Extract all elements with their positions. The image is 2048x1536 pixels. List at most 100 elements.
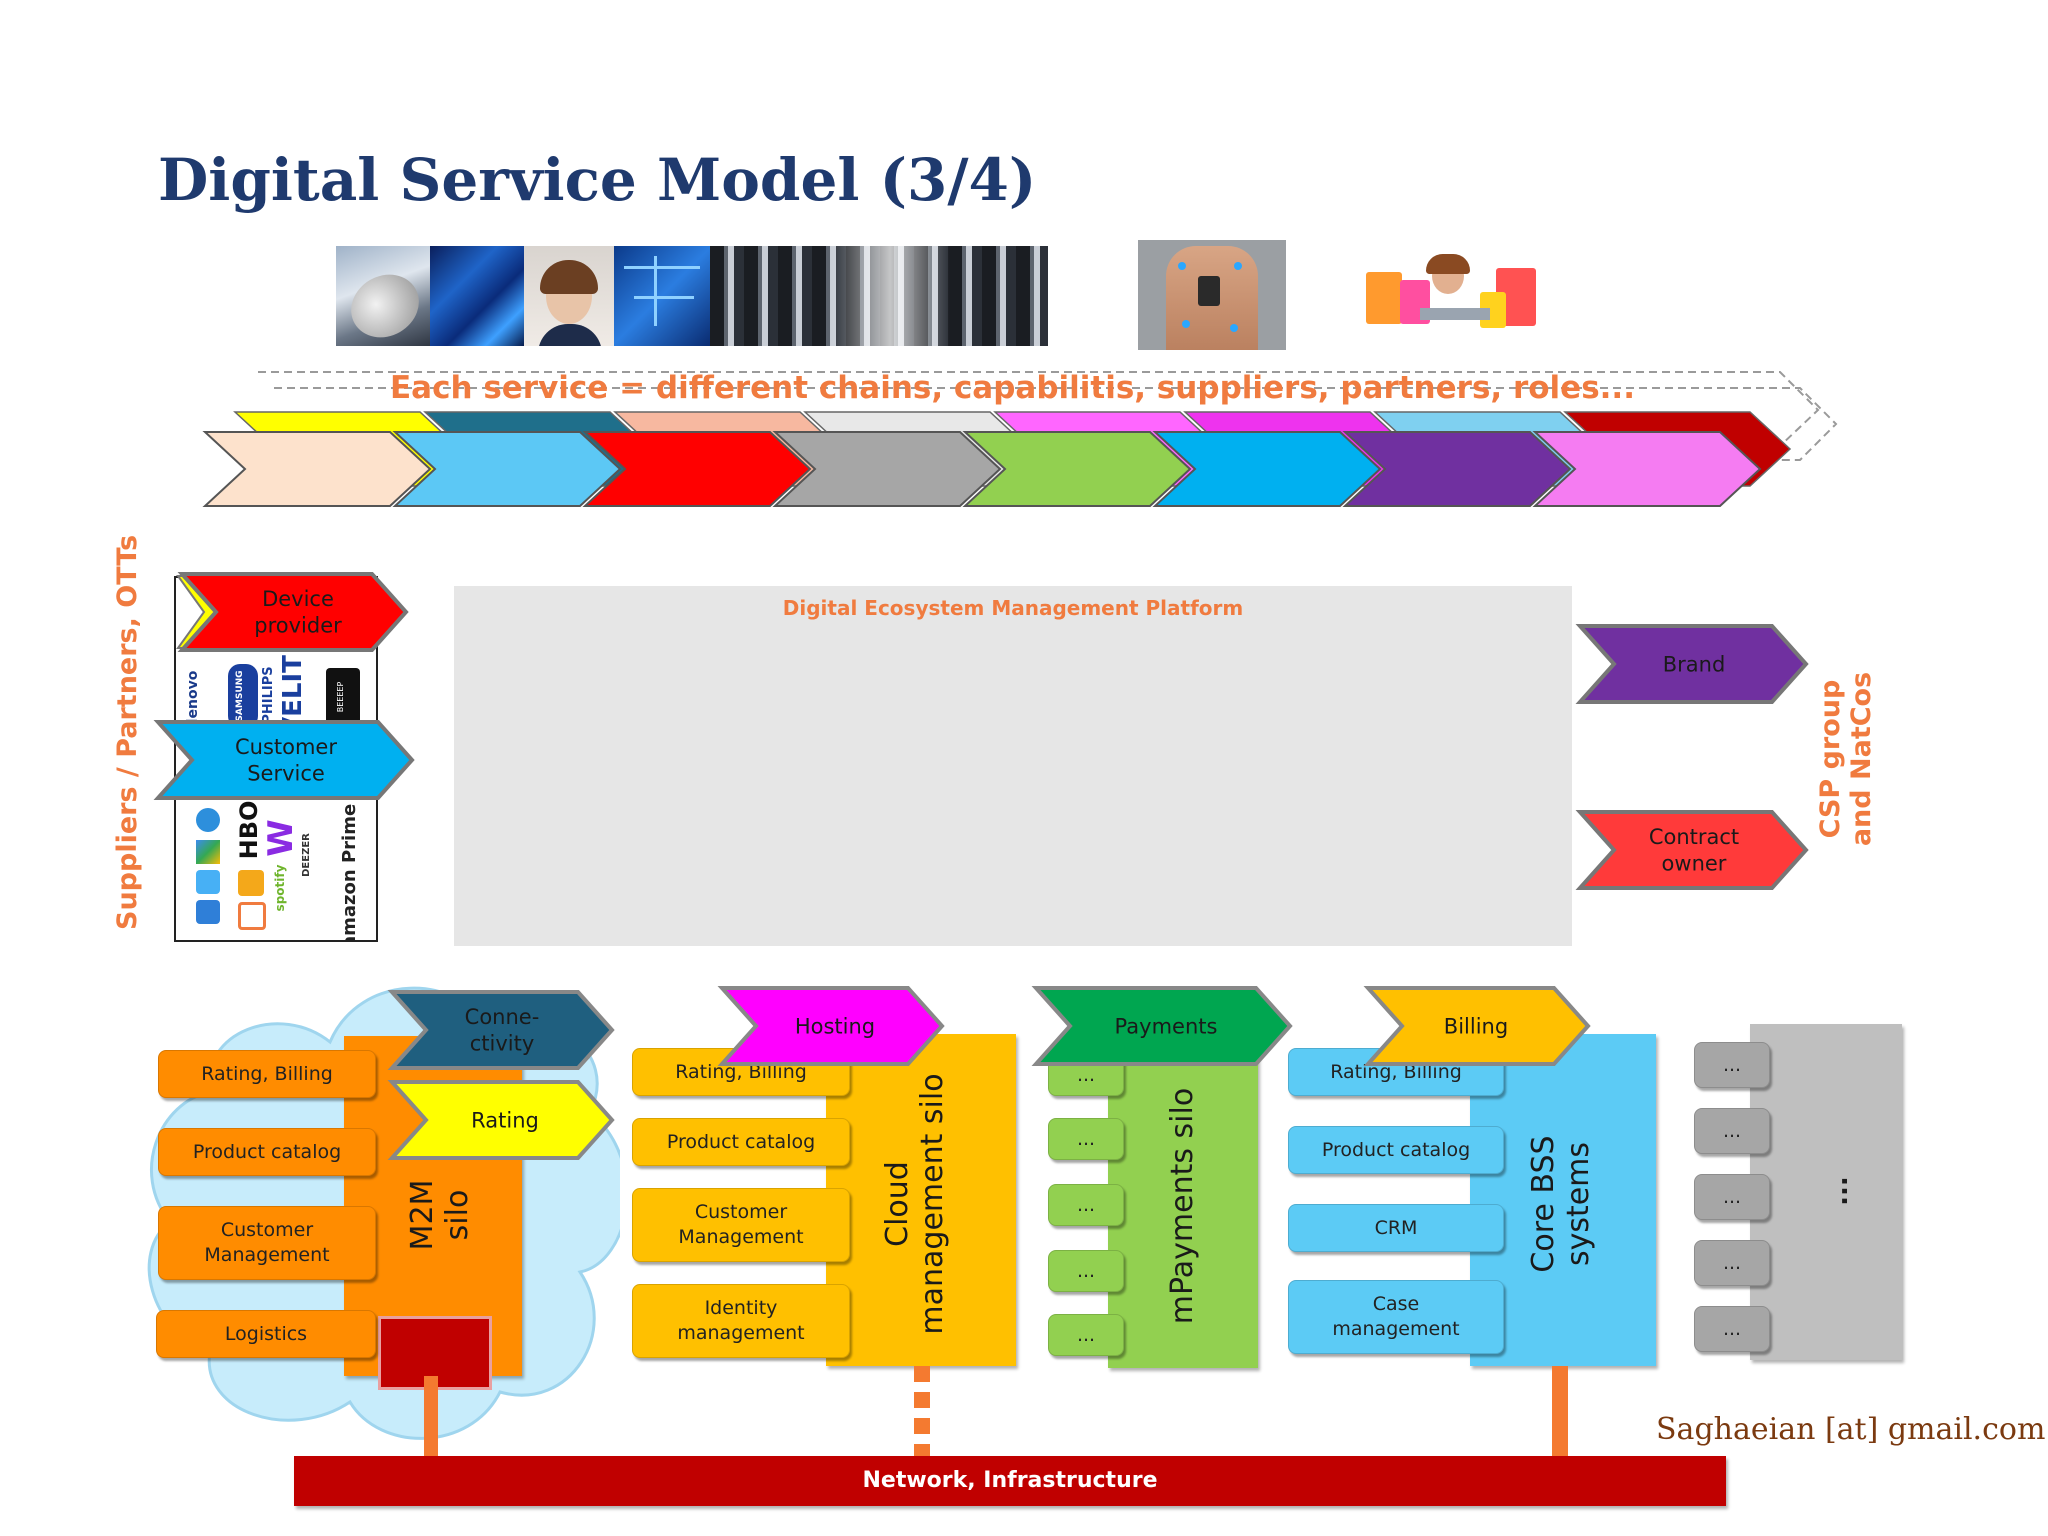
author-credit: Saghaeian [at] gmail.com [1656,1412,2046,1447]
payments-item-5: ... [1048,1314,1124,1356]
payments-item-5-text: ... [1076,1323,1096,1346]
hosting-label-line-1: Hosting [795,1014,875,1038]
payments-arrow [1031,986,1293,1066]
cloud-management-silo [826,1034,1016,1366]
cloud-item-product-catalog-text: Product catalog [666,1130,816,1153]
m2m-network-connector [424,1376,438,1456]
cloud-app-icon [196,808,220,832]
chain-front-arrow-7 [1342,431,1572,507]
billing-label-line-1: Billing [1444,1014,1508,1038]
network-infrastructure-bar: Network, Infrastructure [294,1456,1726,1506]
cloud-item-im-line-2: management [677,1322,805,1344]
device-provider-arrow [177,572,409,652]
service-chain-banner: Each service = different chains, capabil… [390,370,1635,406]
m2m-item-product-catalog-text: Product catalog [192,1140,342,1163]
contract-owner-label-line-1: Contract [1649,825,1739,849]
m2m-item-product-catalog: Product catalog [158,1128,376,1176]
payments-item-1-text: ... [1076,1063,1096,1086]
payments-item-4: ... [1048,1250,1124,1292]
bss-network-connector [1552,1366,1568,1456]
bss-item-case-line-2: management [1332,1318,1460,1340]
customer-service-label-line-2: Service [247,761,325,785]
m2m-item-cm-line-2: Management [204,1244,330,1266]
satellite-dish-photo [336,246,430,346]
brand-arrow [1575,624,1809,704]
contract-owner-label-line-2: owner [1662,851,1727,875]
other-item-3: ... [1694,1174,1770,1220]
platform-label: Digital Ecosystem Management Platform [782,596,1244,620]
payments-item-2: ... [1048,1118,1124,1160]
other-item-4: ... [1694,1240,1770,1286]
chain-front-arrow-4 [772,431,1002,507]
call-center-agent-photo [524,246,614,346]
cloud-item-rating-billing-text: Rating, Billing [675,1060,807,1083]
other-item-5: ... [1694,1306,1770,1352]
device-provider-label-line-2: provider [254,613,342,637]
other-item-5-text: ... [1722,1317,1742,1340]
chain-front-arrow-6 [1152,431,1382,507]
store-app-icon [196,900,220,924]
connectivity-label-line-1: Conne- [465,1005,540,1029]
maps-app-icon [196,870,220,894]
other-item-1: ... [1694,1042,1770,1088]
bss-item-rating-billing-text: Rating, Billing [1330,1060,1462,1083]
other-item-1-text: ... [1722,1053,1742,1076]
payments-label-line-1: Payments [1115,1014,1218,1038]
other-item-3-text: ... [1722,1185,1742,1208]
other-item-2-text: ... [1722,1119,1742,1142]
connectivity-arrow [387,990,615,1070]
payments-item-2-text: ... [1076,1127,1096,1150]
page-title: Digital Service Model (3/4) [158,146,1037,214]
drive-app-icon [196,840,220,864]
m2m-item-logistics: Logistics [156,1310,376,1358]
device-provider-label-line-1: Device [262,587,334,611]
chain-front-arrow-8 [1532,431,1762,507]
rating-label-line-1: Rating [471,1108,539,1132]
payments-item-4-text: ... [1076,1259,1096,1282]
chain-front-arrow-5 [962,431,1192,507]
m2m-item-cm-line-1: Customer [220,1219,314,1242]
bss-item-product-catalog-text: Product catalog [1321,1138,1471,1161]
bss-item-product-catalog: Product catalog [1288,1126,1504,1174]
bss-item-crm: CRM [1288,1204,1504,1252]
customer-service-arrow [153,720,415,800]
rating-arrow [387,1080,615,1160]
digital-ecosystem-platform [454,586,1572,946]
tools-app-icon [238,870,264,896]
payments-item-3-text: ... [1076,1193,1096,1216]
brand-label-line-1: Brand [1663,652,1726,676]
cloud-item-cm-line-1: Customer [694,1201,788,1224]
fiber-cables-photo [430,246,524,346]
bss-item-case-line-1: Case [1372,1293,1420,1316]
billing-arrow [1363,986,1591,1066]
chain-front-arrow-1 [202,431,432,507]
other-item-4-text: ... [1722,1251,1742,1274]
hosting-arrow [717,986,945,1066]
other-silo [1750,1024,1902,1360]
data-center-photo [710,246,1048,346]
contract-owner-arrow [1575,810,1809,890]
cloud-item-im-line-1: Identity [704,1297,778,1320]
m2m-item-logistics-text: Logistics [224,1322,308,1345]
customer-service-label-line-1: Customer [235,735,337,759]
cloud-item-cm-line-2: Management [678,1226,804,1248]
cloud-network-connector [914,1366,930,1456]
chain-front-arrow-3 [582,431,812,507]
chain-front-arrow-2 [392,431,622,507]
logo-samsung-badge [228,664,258,728]
bss-item-crm-text: CRM [1374,1216,1418,1239]
other-item-2: ... [1694,1108,1770,1154]
circuit-board-photo [614,246,710,346]
mpayments-silo [1108,1052,1258,1368]
payments-item-3: ... [1048,1184,1124,1226]
cloud-item-product-catalog: Product catalog [632,1118,850,1166]
office-app-icon [238,902,266,930]
network-infrastructure-label: Network, Infrastructure [862,1468,1158,1494]
connectivity-label-line-2: ctivity [470,1031,535,1055]
